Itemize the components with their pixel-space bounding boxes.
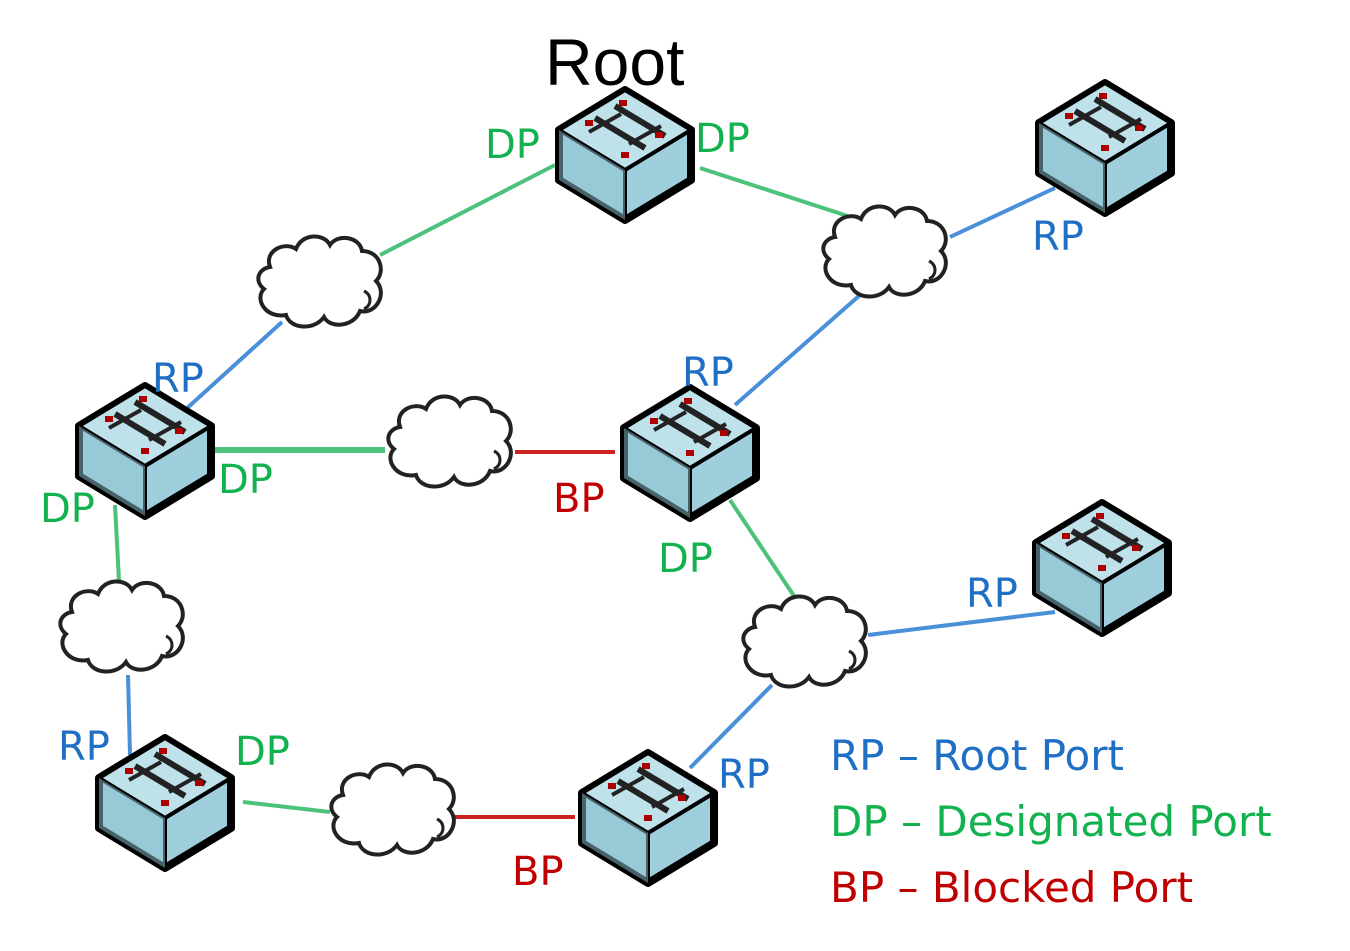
port-label: RP [1032, 214, 1084, 260]
link-midcenter-cloud5 [728, 498, 802, 607]
port-label: DP [485, 122, 540, 168]
link-cloud2-topright [949, 186, 1056, 239]
switch-mid-center [624, 388, 756, 518]
switch-right [1036, 503, 1168, 633]
legend-item-dp: DP – Designated Port [830, 797, 1272, 846]
cloud-1 [256, 234, 383, 329]
port-label: DP [218, 457, 273, 503]
port-label: DP [40, 486, 95, 532]
links [113, 163, 1056, 819]
link-root-right [699, 166, 861, 222]
link-cloud1-midleft [183, 320, 284, 412]
root-title: Root [545, 25, 684, 99]
port-label: DP [235, 729, 290, 775]
port-label: RP [682, 350, 734, 396]
link-bottomleft-cloud6 [242, 800, 331, 814]
port-label: RP [718, 752, 770, 798]
legend: RP – Root Port DP – Designated Port BP –… [830, 731, 1272, 912]
port-label: BP [512, 849, 564, 895]
port-labels: DP DP RP RP DP DP RP BP DP RP RP DP RP B… [40, 116, 1084, 895]
switch-root [559, 90, 691, 220]
switch-top-right [1039, 83, 1171, 213]
port-label: RP [152, 356, 204, 402]
legend-item-bp: BP – Blocked Port [830, 863, 1193, 912]
port-label: RP [58, 724, 110, 770]
link-cloud5-bottomcenter [688, 683, 774, 770]
port-label: DP [695, 116, 750, 162]
switch-bottom-left [99, 738, 231, 868]
link-cloud4-bottomleft [126, 674, 132, 756]
cloud-2 [821, 204, 948, 299]
switch-bottom-center [582, 753, 714, 883]
cloud-3 [386, 394, 513, 489]
cloud-6 [329, 762, 456, 857]
port-label: BP [553, 476, 605, 522]
link-root-left [379, 163, 556, 257]
link-cloud5-right [867, 610, 1056, 637]
legend-item-rp: RP – Root Port [830, 731, 1124, 780]
cloud-4 [58, 579, 185, 674]
port-label: RP [966, 571, 1018, 617]
port-label: DP [658, 536, 713, 582]
link-cloud2-midcenter [733, 293, 862, 407]
cloud-5 [741, 594, 868, 689]
